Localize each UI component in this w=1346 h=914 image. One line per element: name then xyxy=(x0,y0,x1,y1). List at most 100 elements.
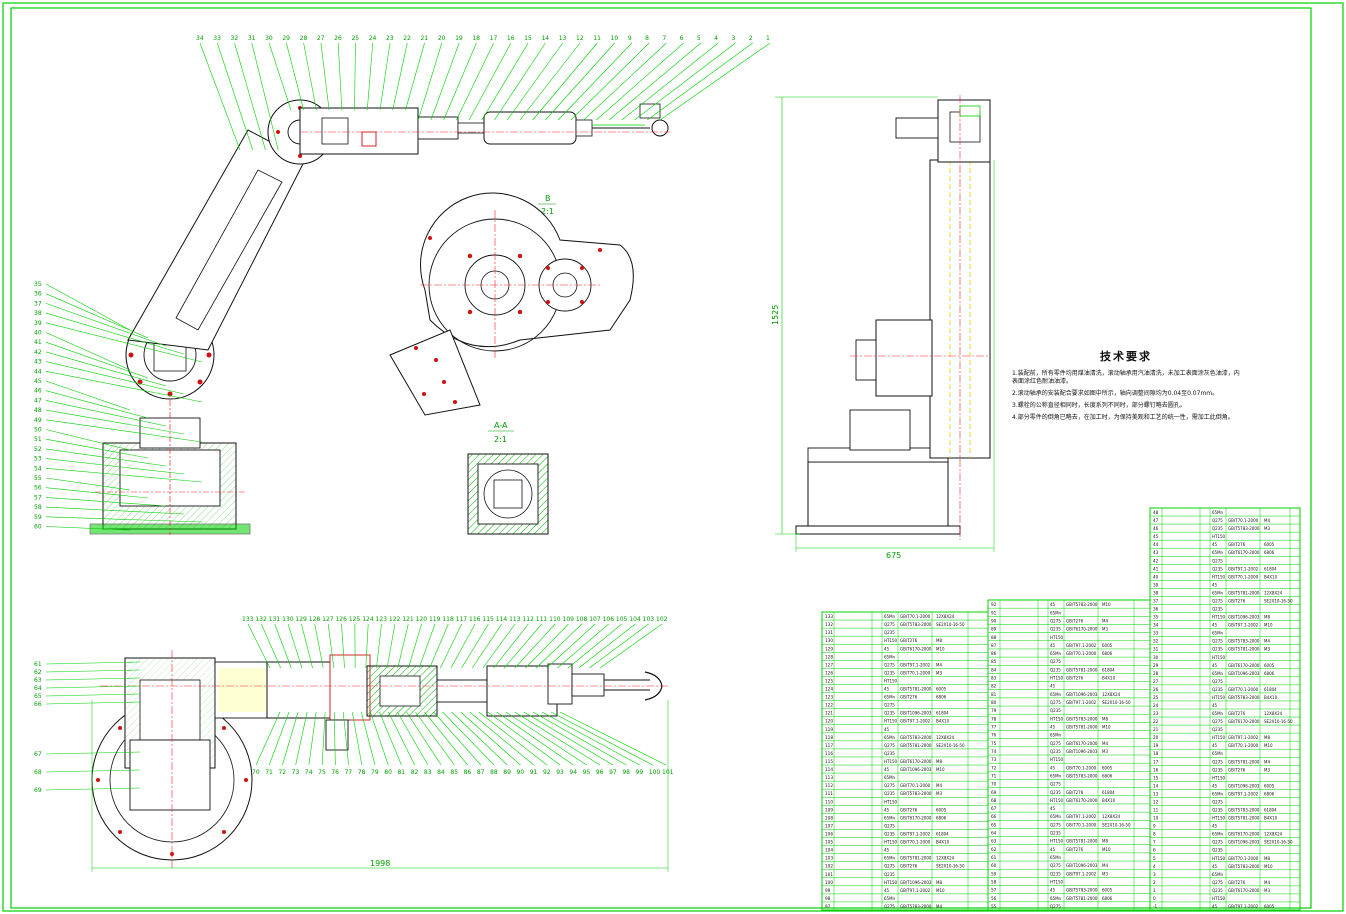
table-cell-size: 61804 xyxy=(1264,566,1277,571)
table-cell-no: 29 xyxy=(1153,663,1159,668)
table-cell-no: 124 xyxy=(825,687,833,692)
table-cell-material: Q235 xyxy=(884,670,895,675)
table-cell-no: 1 xyxy=(1153,888,1156,893)
table-cell-no: 112 xyxy=(825,783,833,788)
table-cell-size: M4 xyxy=(1264,880,1270,885)
table-cell-no: 108 xyxy=(825,815,833,820)
table-cell-standard: GB/T5783-2000 xyxy=(1228,695,1260,700)
balloon-number: 35 xyxy=(34,281,42,288)
table-cell-no: 102 xyxy=(825,864,833,869)
table-cell-material: Q275 xyxy=(1212,558,1223,563)
table-cell-no: 117 xyxy=(825,743,833,748)
table-cell-standard: GB/T5783-2000 xyxy=(1228,526,1260,531)
table-cell-size: B4X10 xyxy=(936,840,950,845)
table-cell-material: 45 xyxy=(1212,663,1218,668)
table-cell-no: -1 xyxy=(1153,904,1158,909)
table-cell-standard: GB/T97.1-2002 xyxy=(900,662,931,667)
balloon-number: 19 xyxy=(455,35,463,42)
table-cell-standard: GB/T5783-2000 xyxy=(1066,888,1098,893)
table-cell-material: 65Mn xyxy=(1050,814,1062,819)
table-cell-no: 113 xyxy=(825,775,833,780)
side-base xyxy=(807,461,949,531)
table-cell-standard: GB/T70.1-2000 xyxy=(1228,574,1259,579)
balloon-number: 49 xyxy=(34,417,42,424)
table-cell-material: Q235 xyxy=(1050,790,1061,795)
table-cell-material: 45 xyxy=(1050,765,1056,770)
table-cell-no: 24 xyxy=(1153,703,1159,708)
balloon-number: 116 xyxy=(469,616,481,623)
table-cell-size: SE2X10-16-50 xyxy=(936,622,965,627)
table-cell-no: 120 xyxy=(825,719,833,724)
table-cell-material: 65Mn xyxy=(884,856,896,861)
balloon-number: 97 xyxy=(609,769,617,776)
table-cell-material: 45 xyxy=(884,807,890,812)
table-cell-material: 65Mn xyxy=(1212,631,1224,636)
balloon-number: 7 xyxy=(662,35,666,42)
table-cell-standard: GB/T1096-2003 xyxy=(900,711,932,716)
table-cell-material: 45 xyxy=(1212,864,1218,869)
table-cell-standard: GB/T6170-2000 xyxy=(900,646,932,651)
table-cell-size: SE2X10-16-50 xyxy=(1264,598,1293,603)
table-cell-material: Q235 xyxy=(1050,667,1061,672)
table-cell-no: 63 xyxy=(991,839,997,844)
table-cell-no: 73 xyxy=(991,757,997,762)
balloon-number: 91 xyxy=(530,769,538,776)
table-cell-material: 45 xyxy=(1212,582,1218,587)
table-cell-no: 16 xyxy=(1153,767,1159,772)
table-cell-standard: GB/T70.1-2000 xyxy=(1228,518,1259,523)
table-cell-size: 6005 xyxy=(936,807,947,812)
table-cell-material: Q275 xyxy=(884,662,895,667)
table-cell-material: Q235 xyxy=(1050,749,1061,754)
table-cell-material: HT150 xyxy=(884,719,898,724)
table-cell-standard: GB/T6170-2000 xyxy=(1066,798,1098,803)
table-cell-standard: GB/T97.1-2002 xyxy=(1228,791,1259,796)
table-cell-no: 0 xyxy=(1153,896,1156,901)
table-cell-material: HT150 xyxy=(1212,695,1226,700)
balloon-number: 37 xyxy=(34,300,42,307)
table-cell-material: 45 xyxy=(884,888,890,893)
table-cell-size: M10 xyxy=(1264,623,1273,628)
table-cell-material: Q275 xyxy=(1212,639,1223,644)
balloon-number: 77 xyxy=(345,769,353,776)
table-cell-material: Q275 xyxy=(1050,618,1061,623)
table-cell-no: 39 xyxy=(1153,582,1159,587)
table-cell-no: 11 xyxy=(1153,808,1159,813)
table-cell-size: 61804 xyxy=(1102,790,1115,795)
table-cell-material: Q275 xyxy=(1212,759,1223,764)
balloon-number: 65 xyxy=(34,693,42,700)
table-cell-standard: GB/T5781-2000 xyxy=(1066,896,1098,901)
table-cell-standard: GB/T5781-2000 xyxy=(900,743,932,748)
balloon-number: 50 xyxy=(34,427,42,434)
balloon-number: 105 xyxy=(616,616,628,623)
table-cell-material: 45 xyxy=(1050,684,1056,689)
table-cell-size: SE2X10-16-50 xyxy=(1264,840,1293,845)
table-cell-size: M8 xyxy=(1264,856,1270,861)
table-cell-no: 132 xyxy=(825,622,833,627)
table-cell-material: 45 xyxy=(884,646,890,651)
table-cell-standard: GB/T276 xyxy=(1228,767,1246,772)
forearm-housing xyxy=(299,107,419,155)
table-cell-size: SE2X10-16-50 xyxy=(1102,700,1131,705)
table-cell-size: 6005 xyxy=(1264,783,1275,788)
balloon-number: 64 xyxy=(34,685,42,692)
table-cell-no: 58 xyxy=(991,879,997,884)
table-cell-material: 45 xyxy=(1212,623,1218,628)
table-cell-standard: GB/T5783-2000 xyxy=(1228,639,1260,644)
table-cell-no: 92 xyxy=(991,602,997,607)
balloon-number: 88 xyxy=(490,769,498,776)
table-cell-no: 56 xyxy=(991,896,997,901)
balloon-number: 36 xyxy=(34,291,42,298)
table-cell-standard: GB/T5783-2000 xyxy=(900,791,932,796)
table-cell-size: M10 xyxy=(1102,724,1111,729)
table-cell-material: HT150 xyxy=(1050,676,1064,681)
balloon-number: 75 xyxy=(318,769,326,776)
balloon-number: 23 xyxy=(386,35,394,42)
table-cell-size: 12X8X24 xyxy=(1264,590,1283,595)
wrist-tube xyxy=(483,111,577,145)
balloon-number: 51 xyxy=(34,436,42,443)
table-cell-material: 45 xyxy=(1212,783,1218,788)
table-cell-material: Q275 xyxy=(1050,659,1061,664)
table-cell-standard: GB/T97.1-2002 xyxy=(1066,643,1097,648)
table-cell-material: 65Mn xyxy=(1212,550,1224,555)
table-cell-material: Q275 xyxy=(1050,700,1061,705)
